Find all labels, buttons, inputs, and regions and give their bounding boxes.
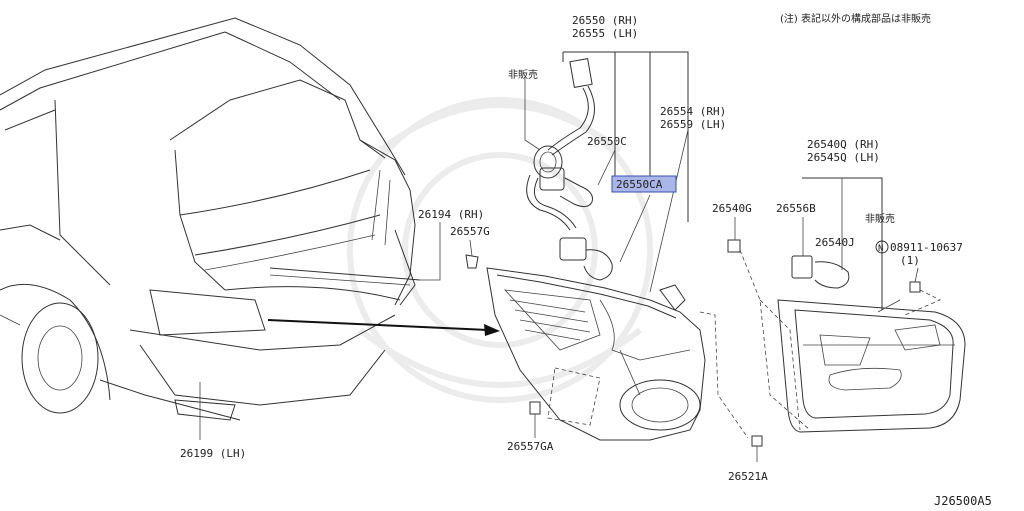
label-26557GA: 26557GA bbox=[507, 440, 554, 453]
outer-lamp-assembly bbox=[486, 267, 749, 441]
vehicle-rear-illustration bbox=[0, 17, 421, 421]
socket-harness-assembly bbox=[526, 58, 613, 281]
label-qty-1: (1) bbox=[900, 254, 920, 267]
watermark-emblem bbox=[347, 97, 653, 403]
label-26556B: 26556B bbox=[776, 202, 816, 215]
label-not-sold-lamp: 非販売 bbox=[865, 212, 895, 225]
label-08911-10637: 08911-10637 bbox=[890, 241, 963, 254]
note-not-sold: (注) 表記以外の構成部品は非販売 bbox=[780, 12, 931, 25]
n-mark-icon: N bbox=[875, 240, 889, 254]
label-26521A: 26521A bbox=[728, 470, 768, 483]
label-26199: 26199 (LH) bbox=[180, 447, 246, 460]
inner-lamp-assembly bbox=[739, 249, 966, 433]
small-parts bbox=[465, 239, 921, 447]
label-not-sold-harness: 非販売 bbox=[508, 68, 538, 81]
label-26540Q: 26540Q (RH) bbox=[807, 138, 880, 151]
diagram-id: J26500A5 bbox=[934, 494, 992, 508]
leader-lines bbox=[199, 51, 919, 462]
label-26554: 26554 (RH) bbox=[660, 105, 726, 118]
label-26540J: 26540J bbox=[815, 236, 855, 249]
n-mark-letter: N bbox=[878, 244, 883, 254]
label-26540G: 26540G bbox=[712, 202, 752, 215]
label-26559: 26559 (LH) bbox=[660, 118, 726, 131]
label-26550CA[interactable]: 26550CA bbox=[616, 178, 663, 191]
label-26194: 26194 (RH) bbox=[418, 208, 484, 221]
label-26550: 26550 (RH) bbox=[572, 14, 638, 27]
label-26555: 26555 (LH) bbox=[572, 27, 638, 40]
label-26557G: 26557G bbox=[450, 225, 490, 238]
label-26545Q: 26545Q (LH) bbox=[807, 151, 880, 164]
highlight-26550CA bbox=[611, 175, 677, 193]
label-26550C: 26550C bbox=[587, 135, 627, 148]
assembly-arrow bbox=[267, 319, 500, 336]
